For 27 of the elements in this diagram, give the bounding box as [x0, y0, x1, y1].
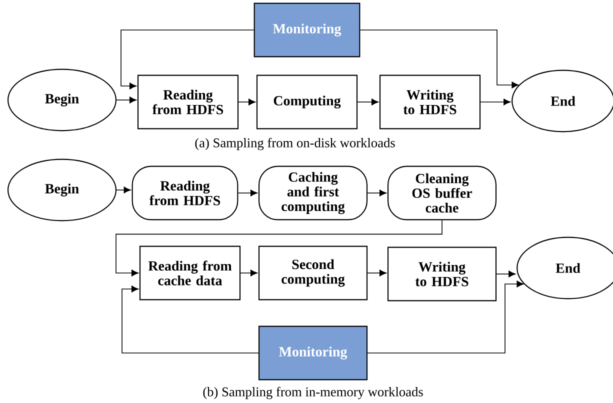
arrow: [238, 98, 256, 106]
arrow: [238, 190, 258, 196]
arrow: [367, 280, 524, 354]
process-box: Writing to HDFS: [379, 74, 481, 130]
process-box: Second computing: [258, 246, 368, 300]
arrow: [496, 270, 516, 278]
process-box: Reading from HDFS: [137, 74, 239, 130]
process-rounded-box: Cleaning OS buffer cache: [387, 166, 497, 220]
arrow: [480, 98, 511, 106]
process-box: Writing to HDFS: [387, 246, 497, 302]
monitoring-box: Monitoring: [258, 326, 368, 380]
arrow: [120, 30, 254, 90]
process-box: Computing: [256, 74, 358, 130]
arrow: [122, 286, 259, 354]
arrow: [116, 186, 131, 194]
arrow: [367, 190, 386, 196]
process-box: Reading from cache data: [139, 246, 241, 300]
monitoring-box: Monitoring: [254, 2, 360, 58]
caption: (a) Sampling from on-disk workloads: [195, 138, 395, 150]
arrow: [357, 98, 378, 106]
arrow: [240, 270, 258, 276]
arrow: [116, 96, 136, 104]
process-rounded-box: Caching and first computing: [258, 166, 368, 220]
arrow: [367, 270, 386, 276]
arrow: [116, 220, 442, 276]
process-rounded-box: Reading from HDFS: [132, 166, 238, 220]
arrow: [360, 30, 519, 88]
